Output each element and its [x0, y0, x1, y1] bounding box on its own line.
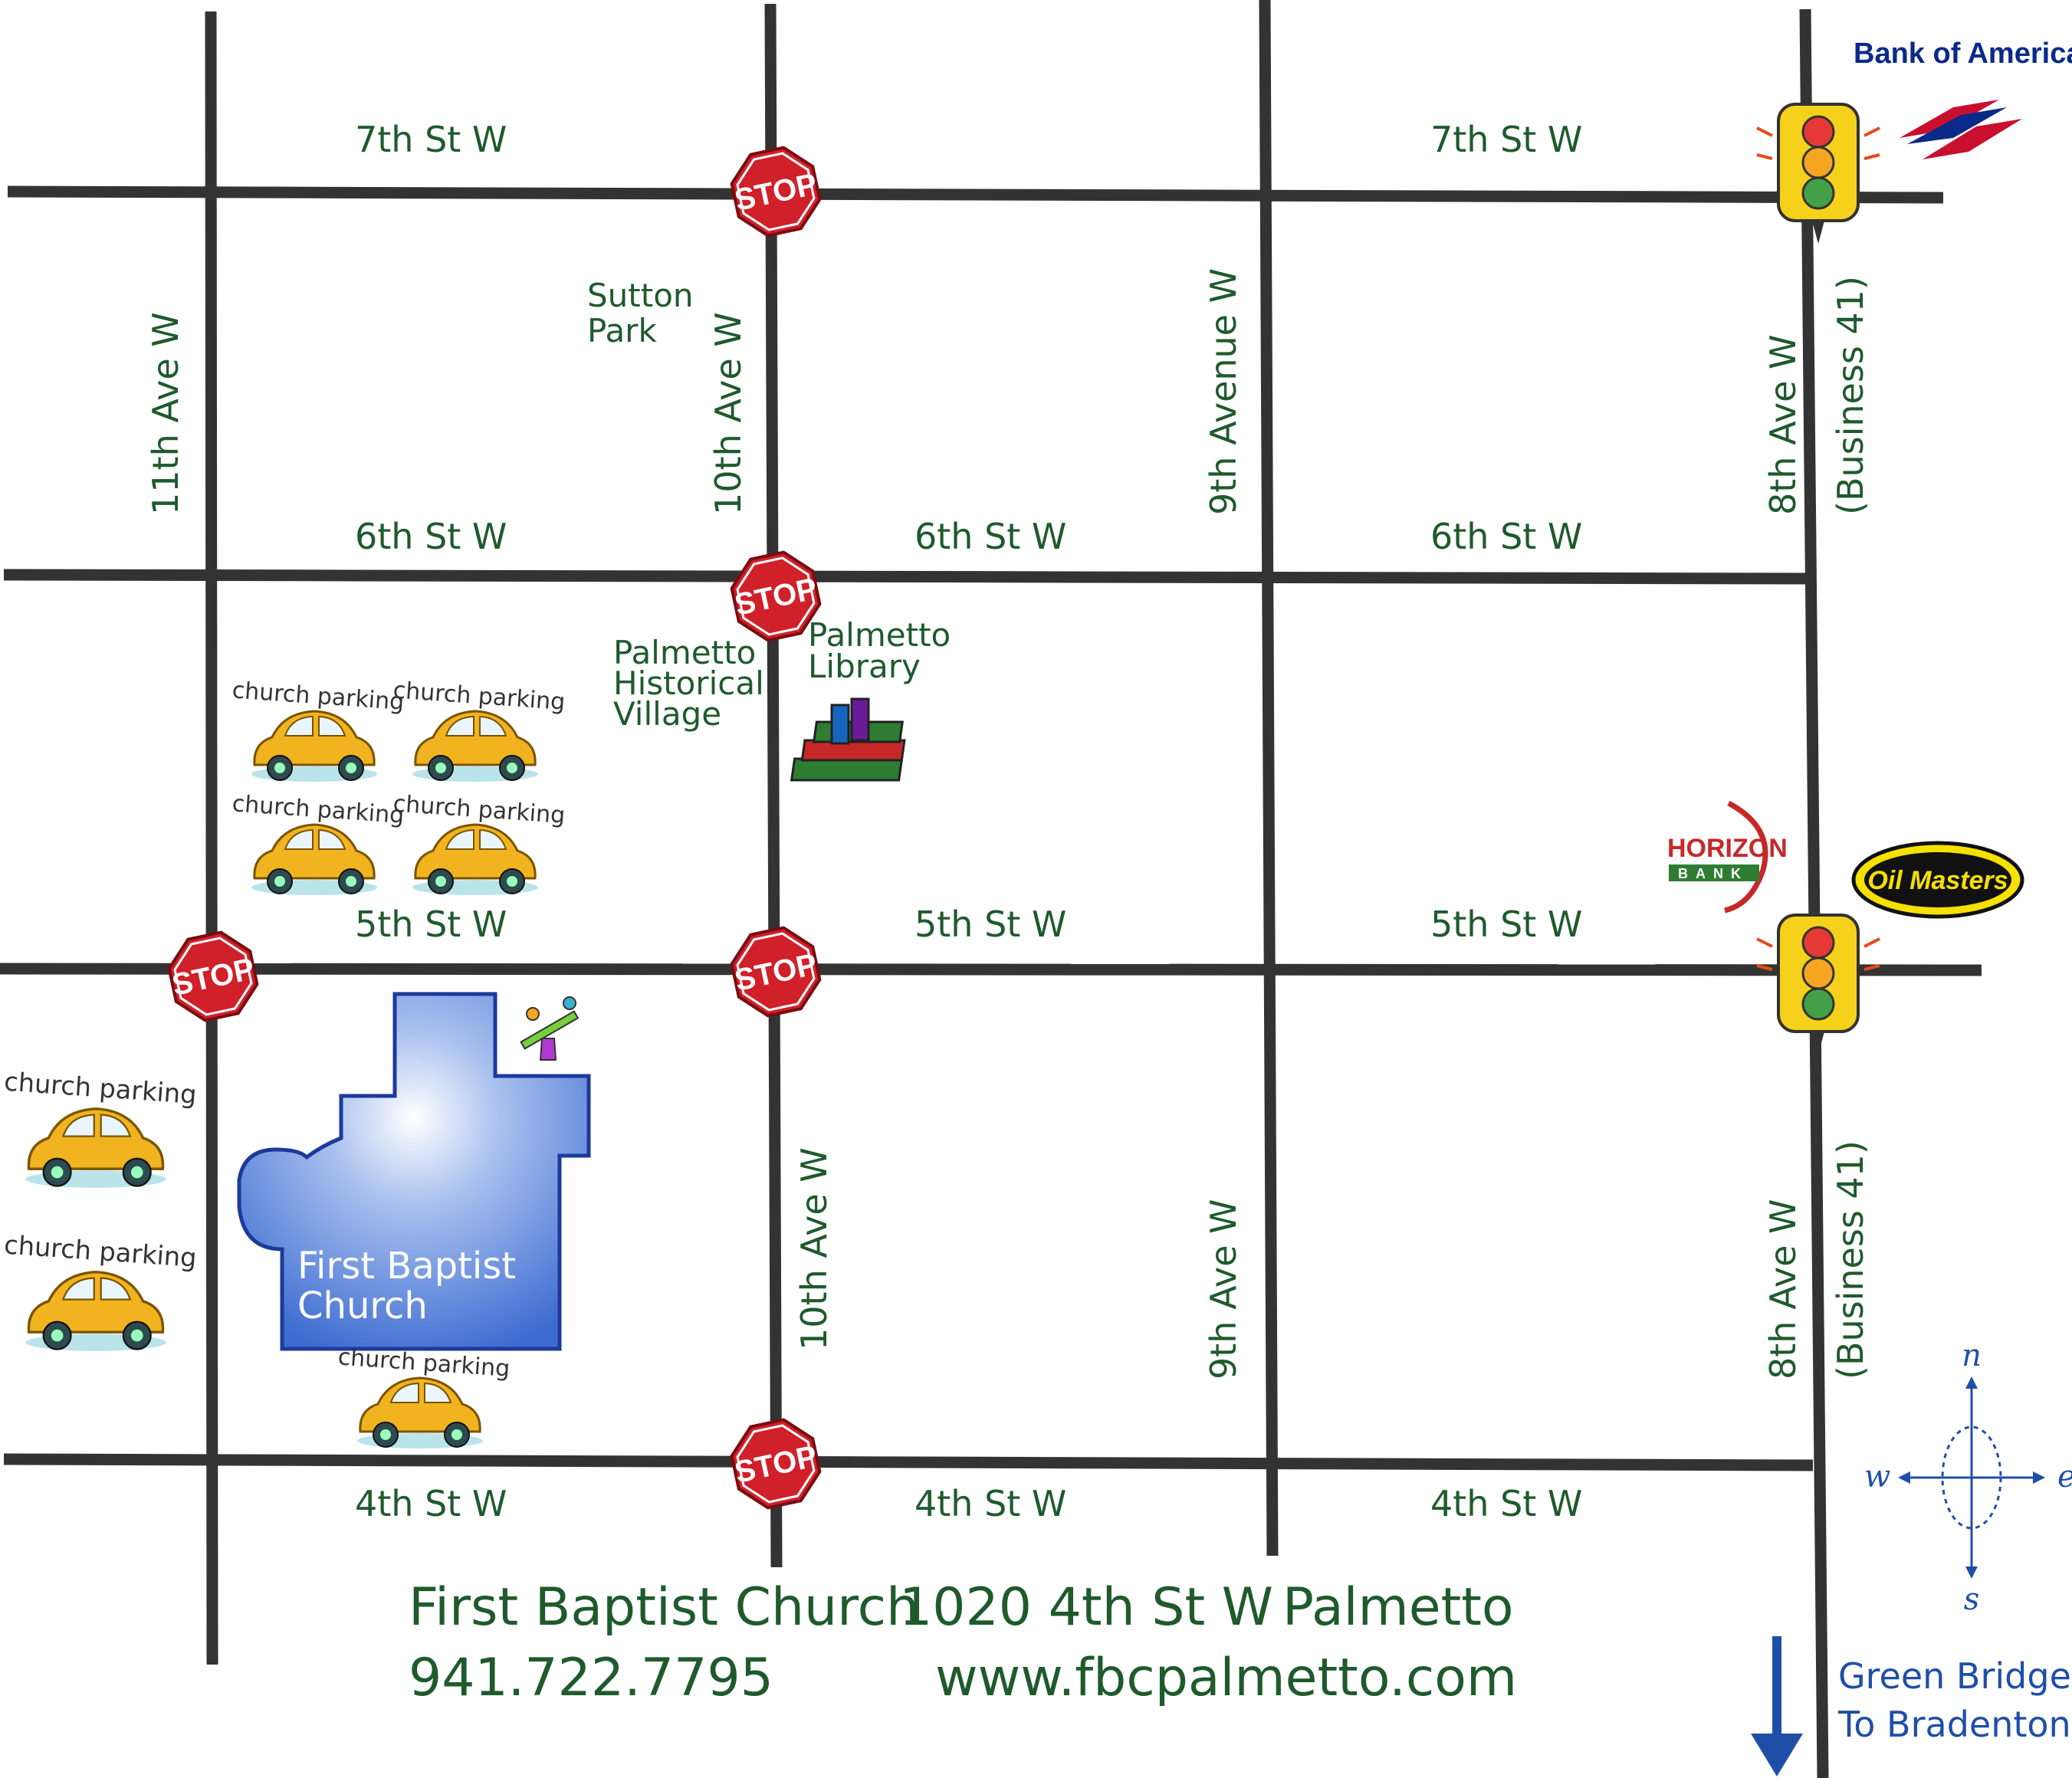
- label-6th-st-right: 6th St W: [1430, 516, 1582, 557]
- compass-s: s: [1964, 1582, 1980, 1617]
- label-7th-st-left: 7th St W: [355, 119, 507, 160]
- historical-village-label-2: Historical: [613, 664, 764, 702]
- label-4th-st-mid: 4th St W: [915, 1483, 1066, 1524]
- parking-label: church parking: [392, 677, 566, 716]
- parking-car-icon: church parking: [231, 677, 406, 783]
- compass-w: w: [1864, 1459, 1890, 1494]
- stop-sign-icon: STOP: [724, 140, 827, 243]
- church-label-line2: Church: [297, 1284, 428, 1327]
- label-business-41-top: (Business 41): [1830, 276, 1871, 515]
- road-6th-st: [3, 569, 1814, 585]
- road-10th-ave: [764, 3, 783, 1568]
- stop-signs: STOP STOP STOP STOP STOP: [162, 140, 827, 1515]
- church-label-line1: First Baptist: [297, 1245, 516, 1288]
- road-9th-ave: [1259, 0, 1279, 1557]
- horizontal-street-labels: 7th St W 7th St W 6th St W 6th St W 6th …: [355, 119, 1582, 1524]
- label-5th-st-left: 5th St W: [355, 904, 507, 945]
- flag-icon: [1900, 100, 2022, 159]
- green-bridge-line1: Green Bridge: [1838, 1655, 2071, 1697]
- books-icon: [790, 697, 906, 782]
- footer-info: First Baptist Church 1020 4th St W Palme…: [409, 1577, 1517, 1708]
- label-11th-ave: 11th Ave W: [145, 312, 186, 515]
- label-5th-st-right: 5th St W: [1430, 904, 1582, 945]
- footer-address: 1020 4th St W: [899, 1577, 1273, 1638]
- label-5th-st-mid: 5th St W: [915, 904, 1066, 945]
- parking-car-icon: church parking: [392, 677, 566, 783]
- horizon-sub-text: BANK: [1678, 866, 1749, 881]
- roads: [0, 0, 1982, 1778]
- road-4th-st: [3, 1453, 1814, 1471]
- compass-n: n: [1962, 1338, 1982, 1373]
- bank-of-america-logo: Bank of America: [1854, 38, 2072, 159]
- footer-website[interactable]: www.fbcpalmetto.com: [935, 1648, 1517, 1708]
- library-label-1: Palmetto: [808, 616, 951, 654]
- sutton-park-label-2: Park: [587, 312, 657, 349]
- label-8th-ave-top: 8th Ave W: [1762, 335, 1804, 515]
- parking-car-icon: church parking: [3, 1230, 198, 1353]
- parking-label: church parking: [3, 1230, 198, 1273]
- label-8th-ave-bottom: 8th Ave W: [1762, 1199, 1804, 1379]
- stop-sign-icon: STOP: [724, 1412, 827, 1515]
- footer-church-name: First Baptist Church: [409, 1577, 919, 1638]
- compass-rose-icon: n s e w: [1864, 1338, 2072, 1617]
- vertical-street-labels: 11th Ave W 10th Ave W 10th Ave W 9th Ave…: [145, 268, 1871, 1379]
- road-11th-ave: [205, 11, 218, 1665]
- parking-label: church parking: [231, 790, 406, 829]
- library-label-2: Library: [808, 648, 921, 685]
- parking-car-icon: church parking: [3, 1067, 198, 1189]
- footer-phone: 941.722.7795: [409, 1648, 773, 1708]
- road-5th-st: [0, 963, 1982, 976]
- horizon-bank-logo: HORIZON BANK: [1667, 800, 1788, 914]
- stop-sign-icon: STOP: [724, 545, 827, 648]
- oil-masters-text: Oil Masters: [1867, 866, 2008, 895]
- green-bridge-line2: To Bradenton: [1837, 1704, 2071, 1745]
- horizon-text: HORIZON: [1667, 834, 1788, 863]
- label-6th-st-mid: 6th St W: [915, 516, 1066, 557]
- parking-label: church parking: [231, 677, 406, 716]
- place-labels: Sutton Park Palmetto Historical Village …: [587, 277, 951, 733]
- traffic-light-icon: [1755, 103, 1881, 245]
- label-6th-st-left: 6th St W: [355, 516, 507, 557]
- label-10th-ave-bottom: 10th Ave W: [793, 1147, 835, 1350]
- south-arrow-icon: [1751, 1636, 1803, 1776]
- historical-village-label-1: Palmetto: [613, 634, 756, 671]
- historical-village-label-3: Village: [613, 695, 721, 733]
- label-9th-ave-top: 9th Avenue W: [1203, 268, 1244, 515]
- label-7th-st-right: 7th St W: [1430, 119, 1582, 160]
- oil-masters-logo: Oil Masters: [1851, 841, 2024, 919]
- label-business-41-bottom: (Business 41): [1830, 1140, 1871, 1379]
- road-7th-st: [7, 185, 1944, 204]
- label-4th-st-left: 4th St W: [355, 1483, 507, 1524]
- stop-sign-icon: STOP: [724, 920, 827, 1023]
- compass-e: e: [2057, 1459, 2072, 1494]
- parking-label: church parking: [392, 790, 566, 829]
- label-9th-ave-bottom: 9th Ave W: [1203, 1199, 1244, 1379]
- bank-of-america-text: Bank of America: [1854, 38, 2072, 70]
- traffic-light-icon: [1755, 914, 1881, 1056]
- parking-label: church parking: [3, 1067, 198, 1110]
- parking-car-icon: church parking: [337, 1343, 511, 1450]
- church-building: First Baptist Church: [237, 992, 591, 1351]
- footer-city: Palmetto: [1282, 1577, 1514, 1638]
- sutton-park-label-1: Sutton: [587, 277, 694, 314]
- label-10th-ave-top: 10th Ave W: [708, 312, 749, 515]
- playground-seesaw-icon: [520, 996, 580, 1061]
- road-8th-ave: [1799, 8, 1829, 1778]
- parking-car-icon: church parking: [231, 790, 406, 897]
- parking-car-icon: church parking: [392, 790, 566, 897]
- label-4th-st-right: 4th St W: [1430, 1483, 1582, 1524]
- stop-sign-icon: STOP: [162, 925, 264, 1028]
